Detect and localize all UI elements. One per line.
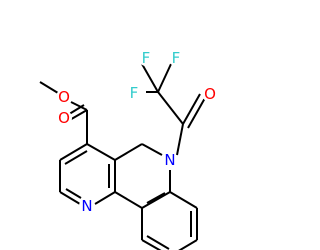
atom-layer: O O O F F F N N xyxy=(56,49,218,215)
bond-layer xyxy=(39,63,206,250)
bond-pyridine-c2-n1-inner xyxy=(65,188,82,199)
bond-c10b-c10a xyxy=(114,191,143,209)
bond-ester-oxygen-to-carbonyl-carbon xyxy=(70,101,88,111)
methyl-oxygen-background xyxy=(56,89,72,105)
bond-pyridine-c4-c3-inner xyxy=(64,150,88,165)
bond-amide-carbon-oxygen-double-2 xyxy=(187,97,206,129)
amide-carbonyl-oxygen-background xyxy=(202,86,218,102)
amide-nitrogen-background xyxy=(162,152,178,168)
bond-ch2-amide-nitrogen xyxy=(141,143,163,156)
bond-pyridine-c4-c3 xyxy=(59,143,88,161)
molecule-structure-diagram: O O O F F F N N xyxy=(39,49,218,250)
bond-benzene-c8-c9-inner xyxy=(146,235,170,250)
bond-benzene-c10a-c5a-inner xyxy=(146,192,166,204)
bond-methyl-to-ester-oxygen xyxy=(39,81,59,94)
fluorine-2-background xyxy=(168,50,184,66)
amide-nitrogen-label: N xyxy=(164,151,175,169)
fluorine-1-background xyxy=(138,50,154,66)
bond-pyridine-c2-n1 xyxy=(59,191,81,205)
bond-cf3-carbon-to-fluorine-1 xyxy=(141,63,159,93)
fluorine-1-label: F xyxy=(142,49,151,67)
bond-amide-carbonyl-to-cf3-carbon xyxy=(157,91,184,125)
bond-benzene-c5a-c6 xyxy=(169,191,198,209)
bond-benzene-c8-c9 xyxy=(141,239,162,250)
bond-pyridine-n1-c10b xyxy=(94,191,116,205)
bond-benzene-c10a-c5a xyxy=(141,191,171,209)
bond-benzene-c7-c8 xyxy=(178,239,198,250)
ester-carbonyl-oxygen-label: O xyxy=(58,109,70,127)
bond-c4a-ch2 xyxy=(114,143,143,161)
fluorine-3-label: F xyxy=(130,84,139,102)
fluorine-3-background xyxy=(126,85,142,101)
bond-cf3-carbon-to-fluorine-2 xyxy=(157,63,172,93)
methyl-oxygen-label: O xyxy=(58,88,70,106)
bond-amide-carbon-oxygen-double-1 xyxy=(182,93,201,125)
amide-carbonyl-oxygen-label: O xyxy=(204,85,216,103)
ester-carbonyl-oxygen-background xyxy=(56,110,72,126)
ring-nitrogen-label: N xyxy=(81,197,92,215)
ring-nitrogen-background xyxy=(79,198,95,214)
fluorine-2-label: F xyxy=(172,49,181,67)
bond-pyridine-c4-c4a xyxy=(86,143,116,161)
bond-amide-nitrogen-carbonyl-carbon xyxy=(176,123,184,156)
